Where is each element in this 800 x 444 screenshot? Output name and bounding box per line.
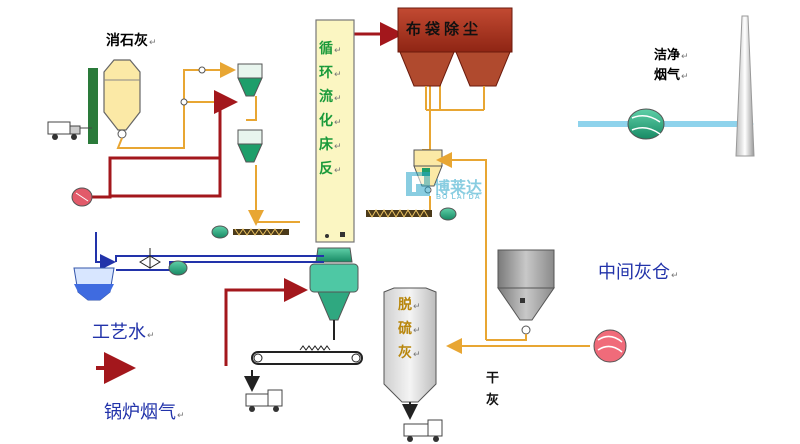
bag-filter [397, 7, 513, 111]
water-lines [95, 232, 324, 271]
desulfurization-ash-silo [383, 287, 437, 420]
dry-char-1: 干 [486, 371, 500, 386]
fan-icon [593, 329, 627, 363]
air-lines [92, 22, 404, 366]
desulfurization-ash-label: 脱↵ 硫↵ 灰↵ [398, 298, 421, 370]
green-hopper-lower [237, 129, 263, 163]
clean-flue-gas-label-2: 烟气↵ [654, 68, 689, 83]
logo-subtitle: BO LAI DA [436, 194, 481, 201]
ash-return-lines [436, 152, 590, 354]
process-water-label: 工艺水↵ [92, 322, 155, 343]
green-hopper-upper [237, 63, 263, 97]
cfb-char-2: 环↵ [319, 65, 342, 81]
cfb-char-6: 反↵ [319, 161, 342, 177]
cfb-char-3: 流↵ [319, 89, 342, 105]
intermediate-ash-silo [497, 249, 555, 335]
chimney-icon [735, 15, 755, 157]
cfb-tower [315, 19, 355, 243]
truck-icon [47, 121, 92, 140]
logo-name: 博莱达 [434, 180, 483, 197]
screw-conveyor-icon [211, 225, 289, 239]
boiler-flue-gas-label: 锅炉烟气↵ [104, 402, 185, 423]
cyclone [309, 247, 359, 340]
screw-conveyor-icon [366, 207, 457, 221]
truck-icon [245, 389, 283, 412]
intermediate-ash-silo-label: 中间灰仓↵ [598, 262, 679, 283]
belt-conveyor [244, 345, 363, 392]
desulf-char-2: 硫↵ [398, 321, 421, 337]
cfb-char-4: 化↵ [319, 113, 342, 129]
water-tank [73, 267, 115, 301]
clean-gas-flow [578, 108, 754, 140]
bag-filter-label: 布袋除尘 [406, 20, 483, 38]
dry-ash-label: 干 灰 [486, 372, 499, 416]
valve-icon [139, 248, 161, 269]
logo-mark [406, 172, 430, 196]
lime-silo [88, 59, 141, 144]
fan-icon [71, 187, 93, 207]
clean-flue-gas-label-1: 洁净↵ [654, 48, 689, 63]
desulf-char-3: 灰↵ [398, 345, 421, 361]
cfb-char-1: 循↵ [319, 41, 342, 57]
desulf-char-1: 脱↵ [398, 297, 421, 313]
lime-label: 消石灰↵ [106, 33, 157, 49]
truck-icon [403, 419, 443, 442]
cfb-tower-label: 循↵ 环↵ 流↵ 化↵ 床↵ 反↵ [319, 42, 342, 186]
fan-icon [168, 260, 188, 276]
cfb-char-5: 床↵ [319, 137, 342, 153]
lime-conveying-lines [116, 62, 441, 226]
dry-char-2: 灰 [486, 393, 500, 408]
